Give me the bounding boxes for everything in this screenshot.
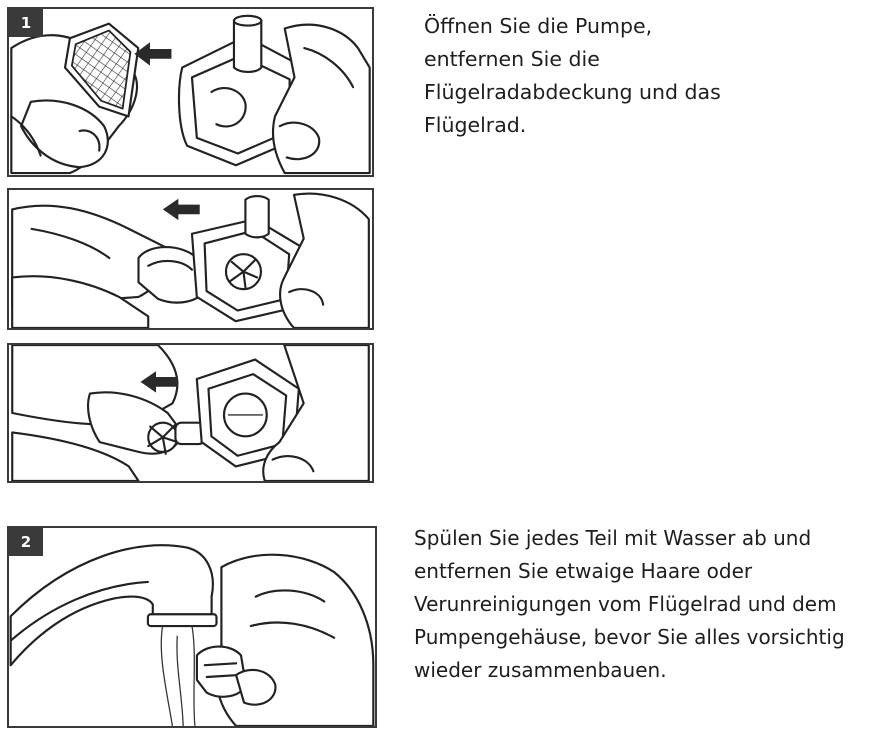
left-arrow-icon xyxy=(162,198,200,221)
instruction-line: wieder zusammenbauen. xyxy=(414,658,667,682)
instruction-line: Flügelrad. xyxy=(424,113,527,137)
instruction-line: Öffnen Sie die Pumpe, xyxy=(424,14,653,38)
step-number-badge: 2 xyxy=(9,528,43,556)
pump-open-illustration xyxy=(10,14,371,175)
instruction-line: Spülen Sie jedes Teil mit Wasser ab und xyxy=(414,526,812,550)
left-arrow-icon xyxy=(140,371,178,393)
step1-instructions: Öffnen Sie die Pumpe, entfernen Sie die … xyxy=(424,10,721,142)
instruction-line: entfernen Sie die xyxy=(424,47,600,71)
step2-illustration: 2 xyxy=(7,526,377,728)
impeller-removal-illustration xyxy=(11,345,370,481)
instruction-line: Pumpengehäuse, bevor Sie alles vorsichti… xyxy=(414,625,845,649)
left-arrow-icon xyxy=(134,42,172,66)
cover-removal-illustration xyxy=(11,192,370,328)
instruction-line: Flügelradabdeckung und das xyxy=(424,80,721,104)
step1-illustration-a: 1 xyxy=(7,7,374,177)
step1-illustration-c xyxy=(7,343,374,483)
rinse-under-tap-illustration xyxy=(9,544,375,726)
instruction-line: entfernen Sie etwaige Haare oder xyxy=(414,559,753,583)
instruction-line: Verunreinigungen vom Flügelrad und dem xyxy=(414,592,837,616)
step1-illustration-b xyxy=(7,188,374,330)
step-number-badge: 1 xyxy=(9,9,43,37)
step2-instructions: Spülen Sie jedes Teil mit Wasser ab und … xyxy=(414,522,845,687)
